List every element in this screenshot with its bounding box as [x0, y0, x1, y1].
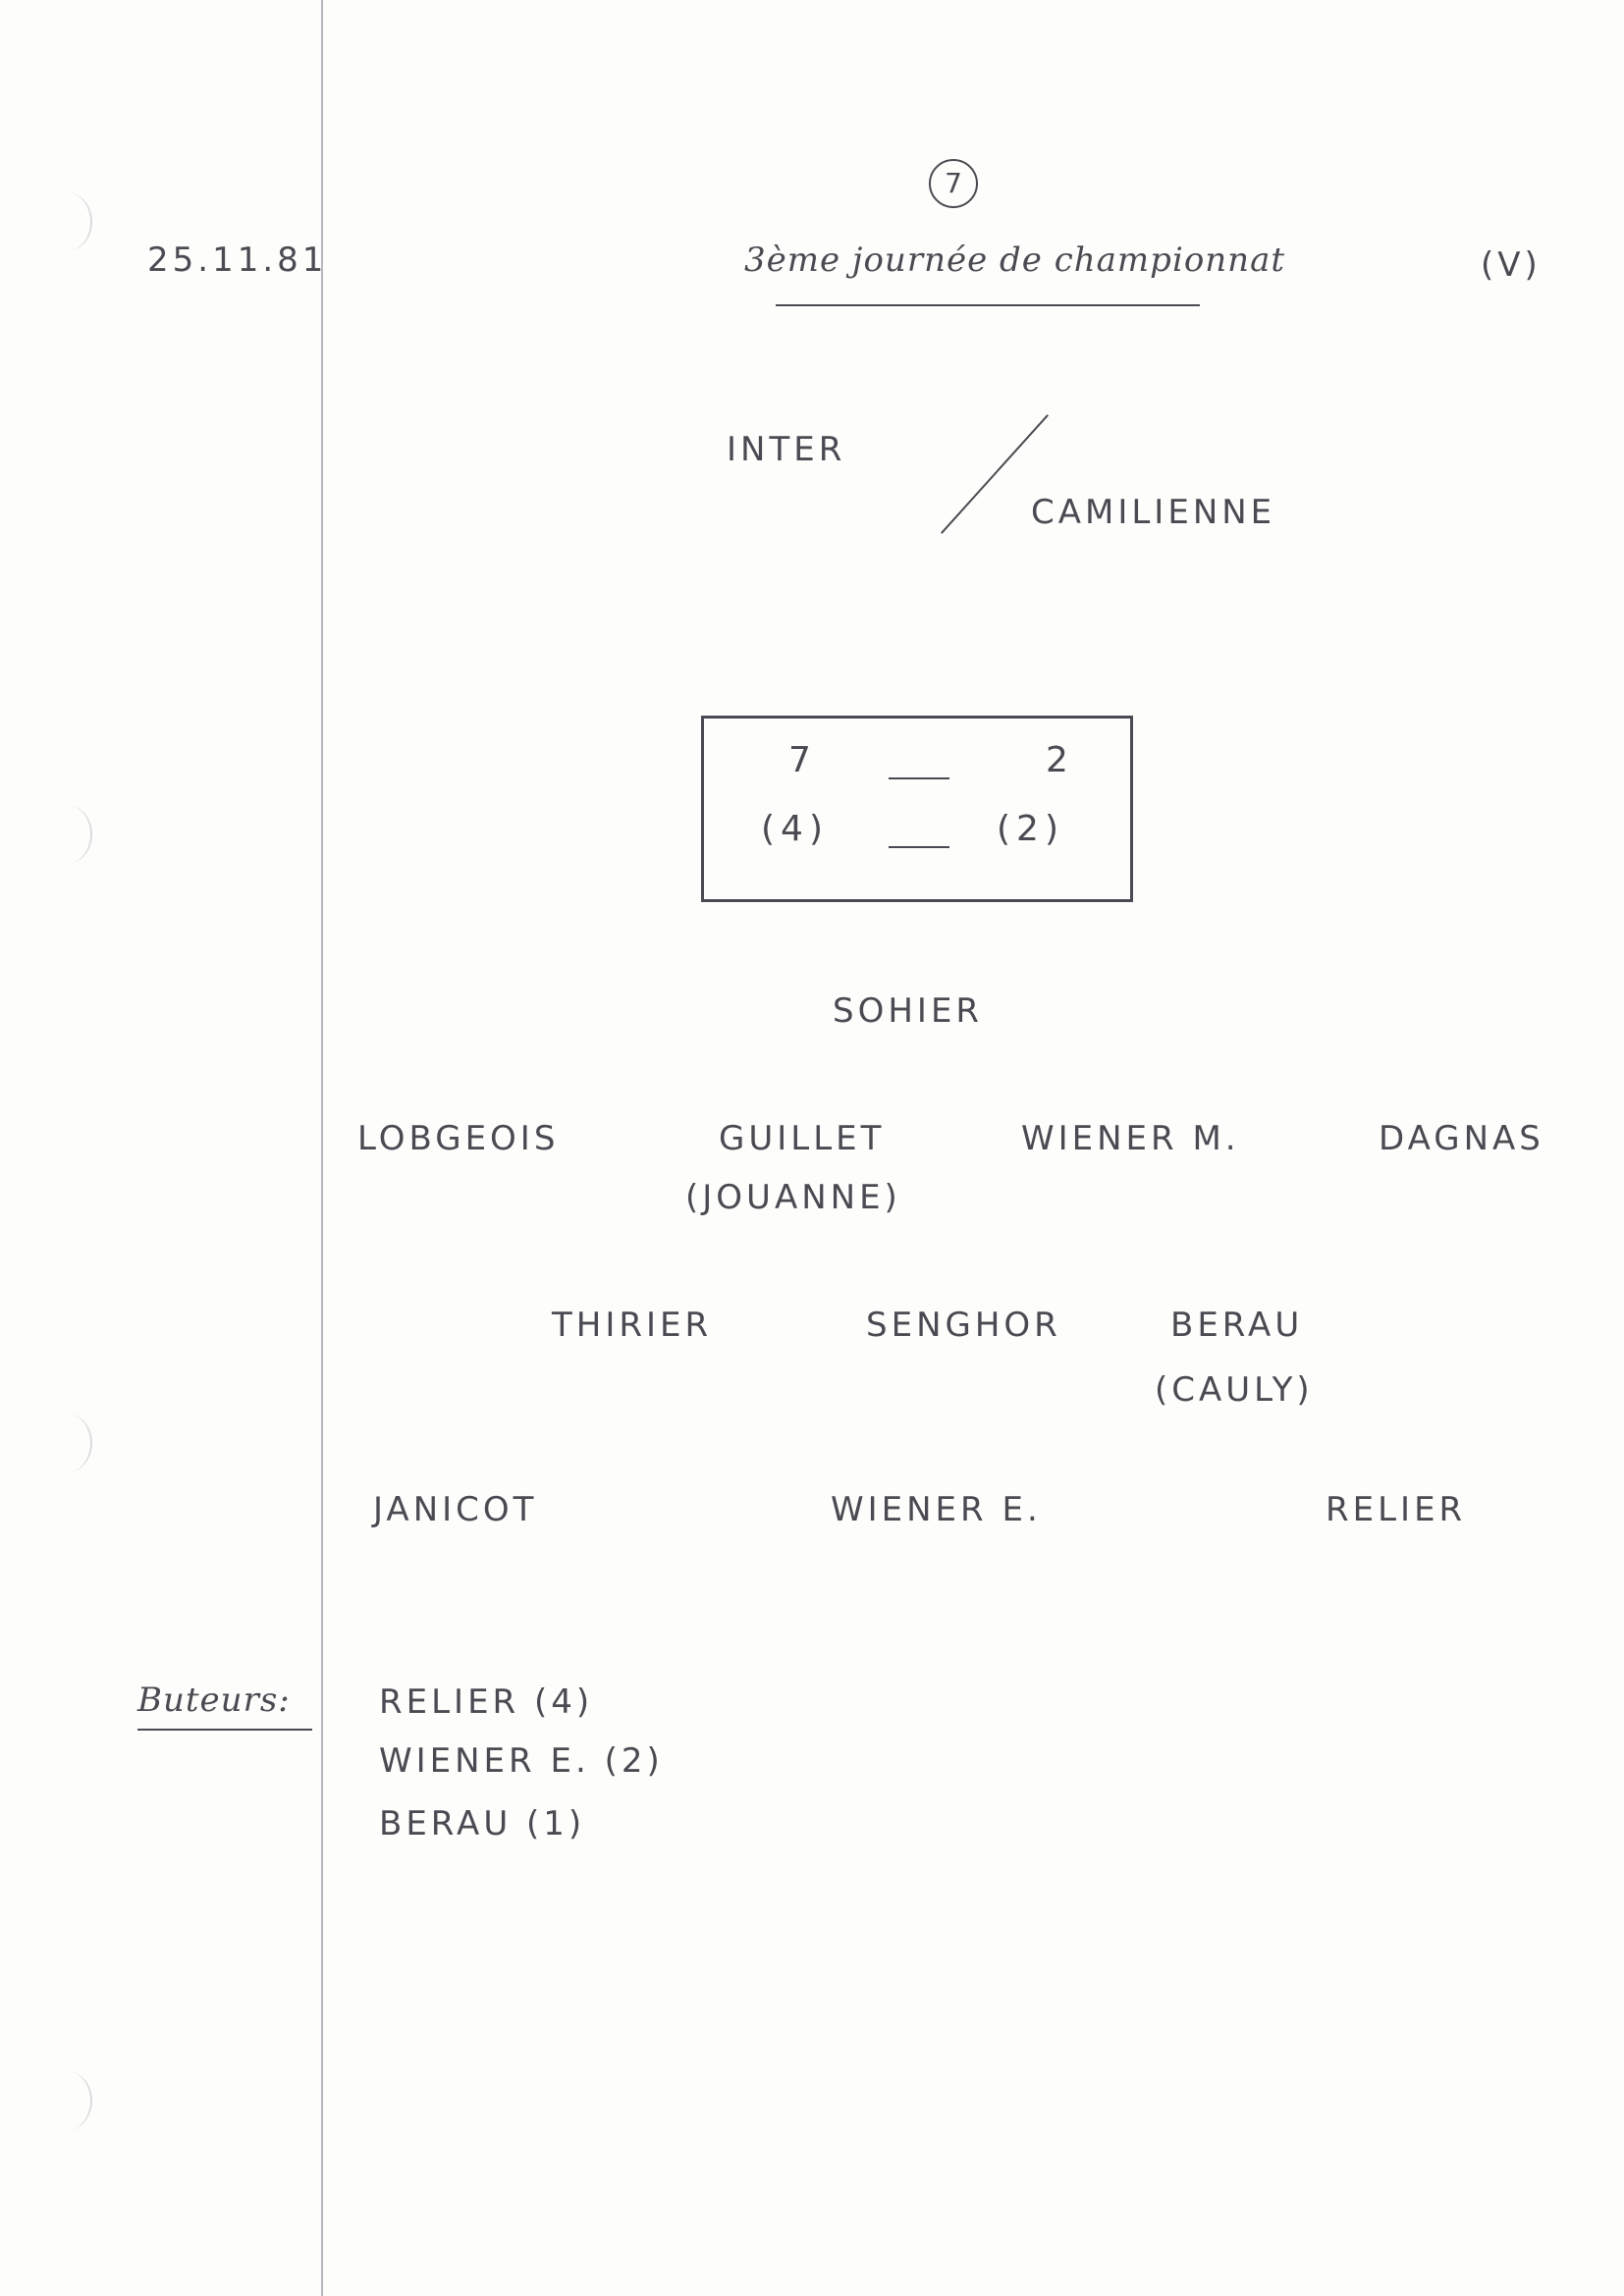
- away-team: CAMILIENNE: [1031, 493, 1276, 532]
- punch-hole: [41, 192, 92, 251]
- punch-hole: [41, 805, 92, 864]
- half-time-away-score: (2): [997, 809, 1064, 849]
- midfielder: THIRIER: [552, 1306, 713, 1345]
- score-box: 7 2 (4) (2): [701, 716, 1133, 902]
- scorer-entry: WIENER E. (2): [379, 1741, 664, 1781]
- punch-hole: [41, 2071, 92, 2130]
- defender-substitute: (JOUANNE): [685, 1178, 901, 1217]
- full-time-home-score: 7: [788, 740, 817, 780]
- midfielder: BERAU: [1170, 1306, 1304, 1345]
- forward: WIENER E.: [831, 1490, 1042, 1529]
- result-marker: (V): [1481, 245, 1542, 285]
- half-time-home-score: (4): [761, 809, 829, 849]
- page-title: 3ème journée de championnat: [744, 240, 1286, 280]
- home-team: INTER: [727, 430, 846, 469]
- punch-hole: [41, 1414, 92, 1472]
- defender: LOBGEOIS: [357, 1119, 560, 1158]
- scorer-entry: RELIER (4): [379, 1682, 594, 1722]
- full-time-away-score: 2: [1046, 740, 1074, 780]
- midfielder: SENGHOR: [866, 1306, 1061, 1345]
- score-dash: [889, 846, 949, 848]
- title-underline: [776, 304, 1200, 306]
- scorer-entry: BERAU (1): [379, 1804, 586, 1843]
- defender: DAGNAS: [1379, 1119, 1544, 1158]
- scorers-label-underline: [137, 1729, 312, 1731]
- match-date: 25.11.81: [147, 240, 328, 280]
- margin-line: [321, 0, 323, 2296]
- goalkeeper: SOHIER: [833, 991, 984, 1031]
- defender: GUILLET: [719, 1119, 886, 1158]
- scorers-label: Buteurs:: [137, 1681, 291, 1720]
- page-number: 7: [929, 159, 978, 208]
- defender: WIENER M.: [1021, 1119, 1240, 1158]
- forward: JANICOT: [373, 1490, 538, 1529]
- midfielder-substitute: (CAULY): [1155, 1370, 1314, 1410]
- forward: RELIER: [1326, 1490, 1467, 1529]
- score-dash: [889, 777, 949, 779]
